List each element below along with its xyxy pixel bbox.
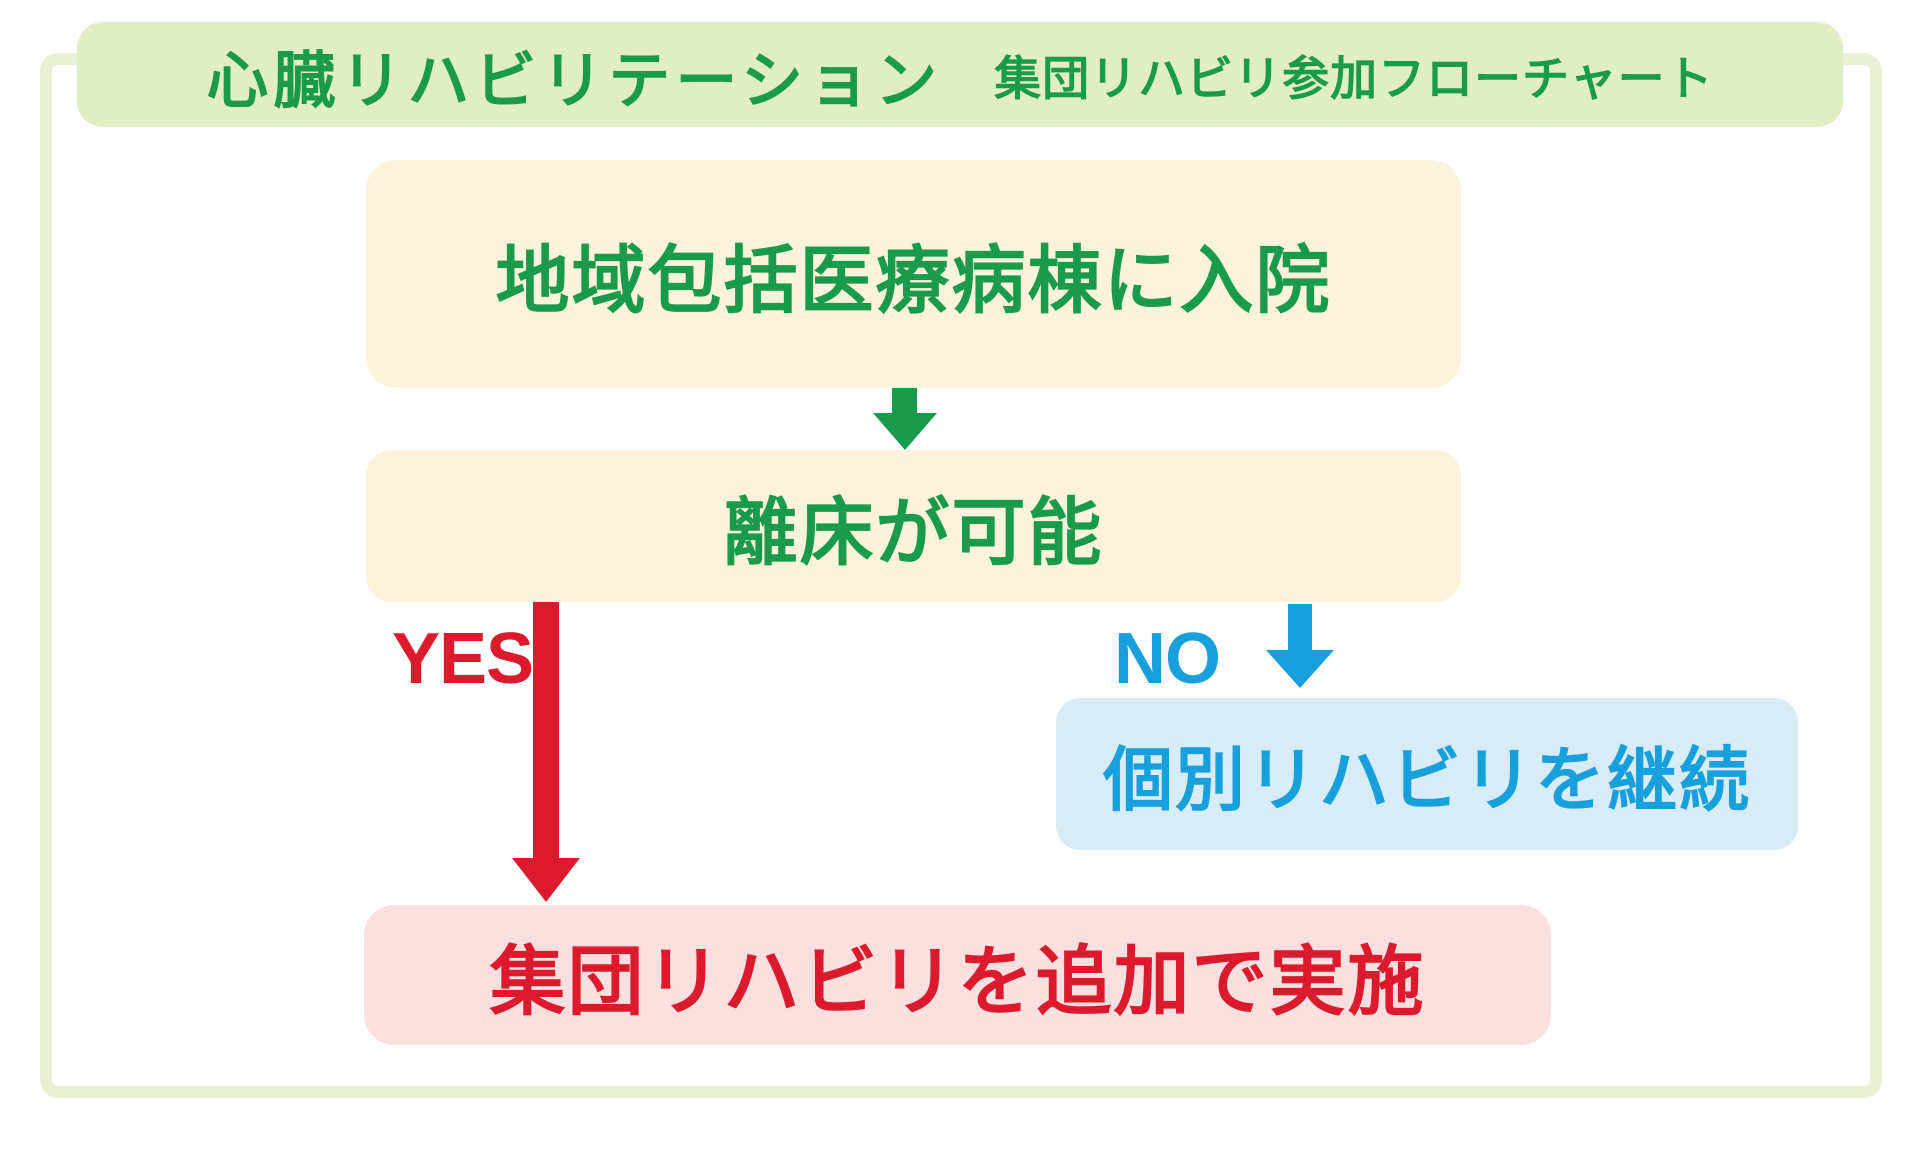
red-down-arrow-head-icon [512, 858, 580, 902]
flow-box-group-rehab-label: 集団リハビリを追加で実施 [489, 940, 1426, 1025]
flow-box-mobilization-label: 離床が可能 [723, 490, 1104, 574]
flow-box-group-rehab: 集団リハビリを追加で実施 [364, 905, 1551, 1045]
flow-box-admission: 地域包括医療病棟に入院 [366, 160, 1461, 388]
page-subtitle: 集団リハビリ参加フローチャート [994, 52, 1714, 105]
flow-box-individual-rehab: 個別リハビリを継続 [1056, 698, 1798, 850]
flow-box-admission-label: 地域包括医療病棟に入院 [495, 238, 1332, 322]
green-down-arrow-head-icon [873, 413, 937, 450]
blue-down-arrow-icon [1288, 604, 1312, 650]
title-band: 心臓リハビリテーション 集団リハビリ参加フローチャート [77, 22, 1843, 127]
branch-label-yes: YES [392, 619, 534, 699]
page-title: 心臓リハビリテーション [206, 46, 943, 116]
red-down-arrow-icon [533, 602, 559, 860]
green-down-arrow-icon [892, 388, 917, 415]
blue-down-arrow-head-icon [1266, 650, 1334, 688]
flow-box-mobilization: 離床が可能 [366, 450, 1461, 602]
flow-box-individual-rehab-label: 個別リハビリを継続 [1103, 740, 1751, 819]
branch-label-no: NO [1114, 619, 1221, 699]
